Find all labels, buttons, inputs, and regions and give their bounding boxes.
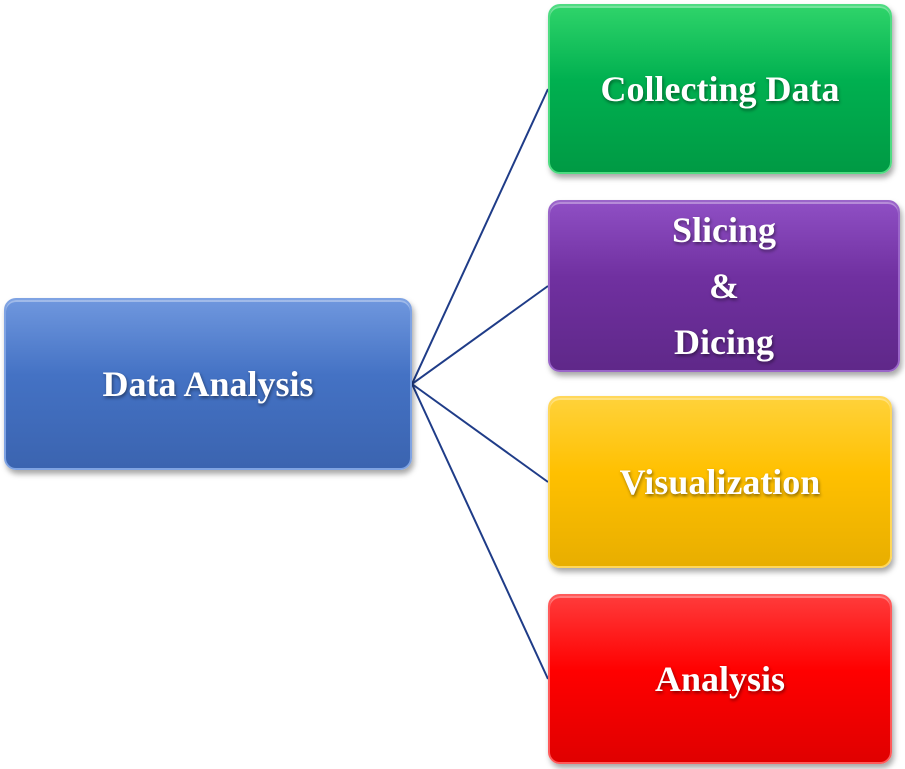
branch-node-analysis: Analysis bbox=[548, 594, 892, 764]
branch-node-label: Slicing & Dicing bbox=[671, 210, 777, 362]
branch-node-label: Visualization bbox=[619, 462, 821, 502]
connector-analysis bbox=[411, 383, 549, 680]
connector-collecting bbox=[411, 88, 549, 385]
branch-node-collecting-data: Collecting Data bbox=[548, 4, 892, 174]
connector-slicing bbox=[411, 285, 549, 385]
branch-node-label: Analysis bbox=[654, 659, 786, 699]
root-node-label: Data Analysis bbox=[102, 364, 314, 404]
branch-node-label: Collecting Data bbox=[600, 69, 840, 109]
root-node-data-analysis: Data Analysis bbox=[4, 298, 412, 470]
connector-visualization bbox=[411, 383, 549, 483]
branch-node-slicing-dicing: Slicing & Dicing bbox=[548, 200, 900, 372]
branch-node-visualization: Visualization bbox=[548, 396, 892, 568]
